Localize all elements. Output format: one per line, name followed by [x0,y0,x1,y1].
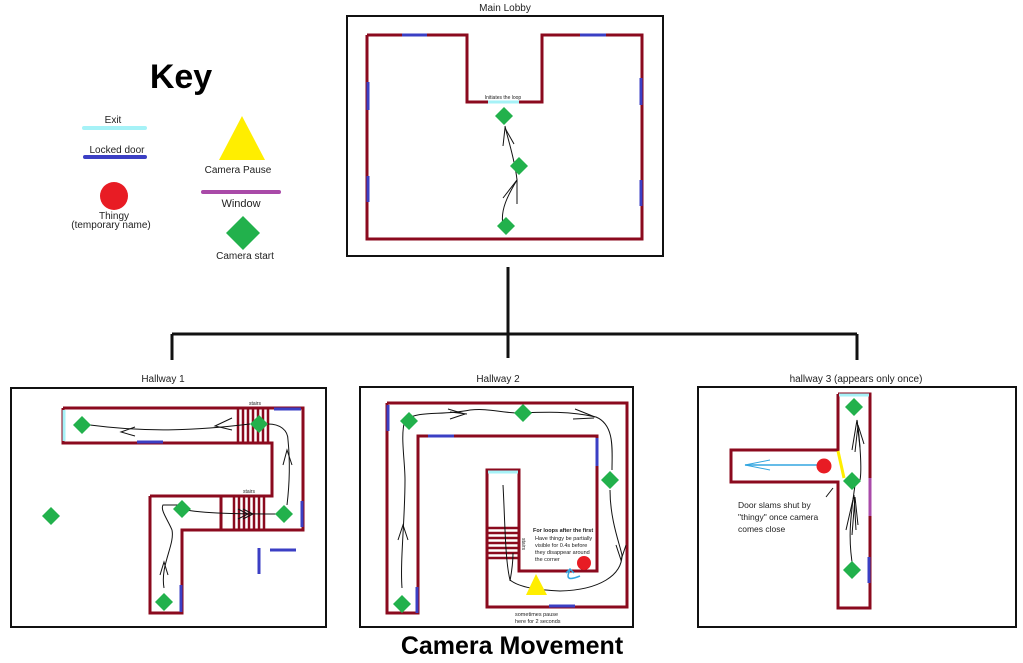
hallway-2-walls [385,401,629,615]
path-arrowhead [845,494,859,536]
camera-path [267,423,290,506]
path-arrowhead [851,419,865,453]
hallway-3-note-line: Door slams shut by [738,500,811,510]
camera-path [401,409,613,589]
path-arrowhead [282,448,293,466]
main-lobby-walls [365,33,644,241]
key-camera-pause-label: Camera Pause [205,165,272,176]
thingy-marker [816,458,832,474]
annotation-pointer [825,487,834,498]
pause-note-line: here for 2 seconds [515,619,561,625]
hallway-1-frame [10,387,327,628]
hallway-3-title: hallway 3 (appears only once) [790,374,923,385]
door-slam-line [836,450,846,479]
hallway-2-note-line: they disappear around [535,550,590,556]
diagram-title: Camera Movement [401,632,624,660]
camera-start-marker [843,472,861,490]
path-arrowhead [502,126,515,147]
camera-start-marker [601,471,619,489]
camera-start-marker [275,505,293,523]
thingy-icon [100,182,128,210]
hallway-2-note-heading: For loops after the first [533,528,593,534]
thingy-marker [577,556,591,570]
main-lobby: Main Lobby Initiates the loop [346,3,664,257]
hallway-2-note-line: Have thingy be partially [535,536,592,542]
path-arrowhead [447,408,468,420]
path-arrowhead [744,459,771,471]
path-arrowhead [565,567,575,574]
path-arrowhead [119,426,136,437]
camera-path [502,484,623,592]
stairs-label: stairs [520,538,526,550]
key-heading: Key [150,58,212,96]
stairs-label: stairs [243,489,255,495]
camera-path [89,423,251,431]
path-arrowhead [572,408,596,420]
camera-start-marker [393,595,411,613]
stairs-label: stairs [249,401,261,407]
camera-path [185,509,283,515]
camera-start-marker [73,416,91,434]
camera-start-marker [497,217,515,235]
thingy-path [567,569,581,580]
camera-path [161,504,178,589]
key-legend: Key Exit Locked door Thingy (temporary n… [71,58,281,262]
camera-path [509,552,514,582]
hallway-2-stairs [488,526,518,560]
hallway-2-note-line: the corner [535,557,560,563]
path-arrowhead [397,523,409,541]
key-camera-start-label: Camera start [216,251,274,262]
hallway-2-frame [359,386,634,628]
key-thingy-sublabel: (temporary name) [71,220,150,231]
camera-start-marker [400,412,418,430]
hallway-1-title: Hallway 1 [141,374,185,385]
hallway-3-note-line: "thingy" once camera [738,512,818,522]
path-arrowhead [159,560,169,576]
path-arrowhead [502,178,518,204]
hallway-3: hallway 3 (appears only once) Door slams… [697,374,1017,628]
hallway-1-stairs-bottom [232,497,266,529]
camera-start-marker [845,398,863,416]
main-lobby-frame [346,15,664,257]
camera-start-marker [173,500,191,518]
hallway-2-title: Hallway 2 [476,374,520,385]
flow-connector [170,267,859,360]
camera-pause-marker [526,574,547,595]
camera-start-marker [42,507,60,525]
camera-start-marker [495,107,513,125]
path-arrowhead [213,417,233,431]
hallway-1-walls-lower [148,494,223,615]
hallway-3-walls [729,392,872,610]
hallway-2-note-line: visible for 0.4s before [535,543,587,549]
pause-note-line: sometimes pause [515,612,558,618]
key-thingy-label: Thingy [99,211,129,222]
camera-start-marker [514,404,532,422]
key-window-label: Window [221,198,260,210]
hallway-3-frame [697,386,1017,628]
camera-pause-icon [219,116,265,160]
path-arrowhead [615,544,627,562]
camera-start-marker [155,593,173,611]
main-lobby-title: Main Lobby [479,3,531,14]
hallway-1: Hallway 1 stairs stairs [10,374,327,628]
camera-start-icon [226,216,260,250]
camera-start-marker [510,157,528,175]
hallway-3-note-line: comes close [738,524,786,534]
key-exit-label: Exit [105,115,122,126]
hallway-2: Hallway 2 stairs For loops after the fi [359,374,634,628]
key-locked-door-label: Locked door [89,145,145,156]
camera-start-marker [843,561,861,579]
path-arrowhead [237,508,255,520]
main-lobby-annotation: Initiates the loop [485,95,522,101]
camera-path [501,125,518,226]
